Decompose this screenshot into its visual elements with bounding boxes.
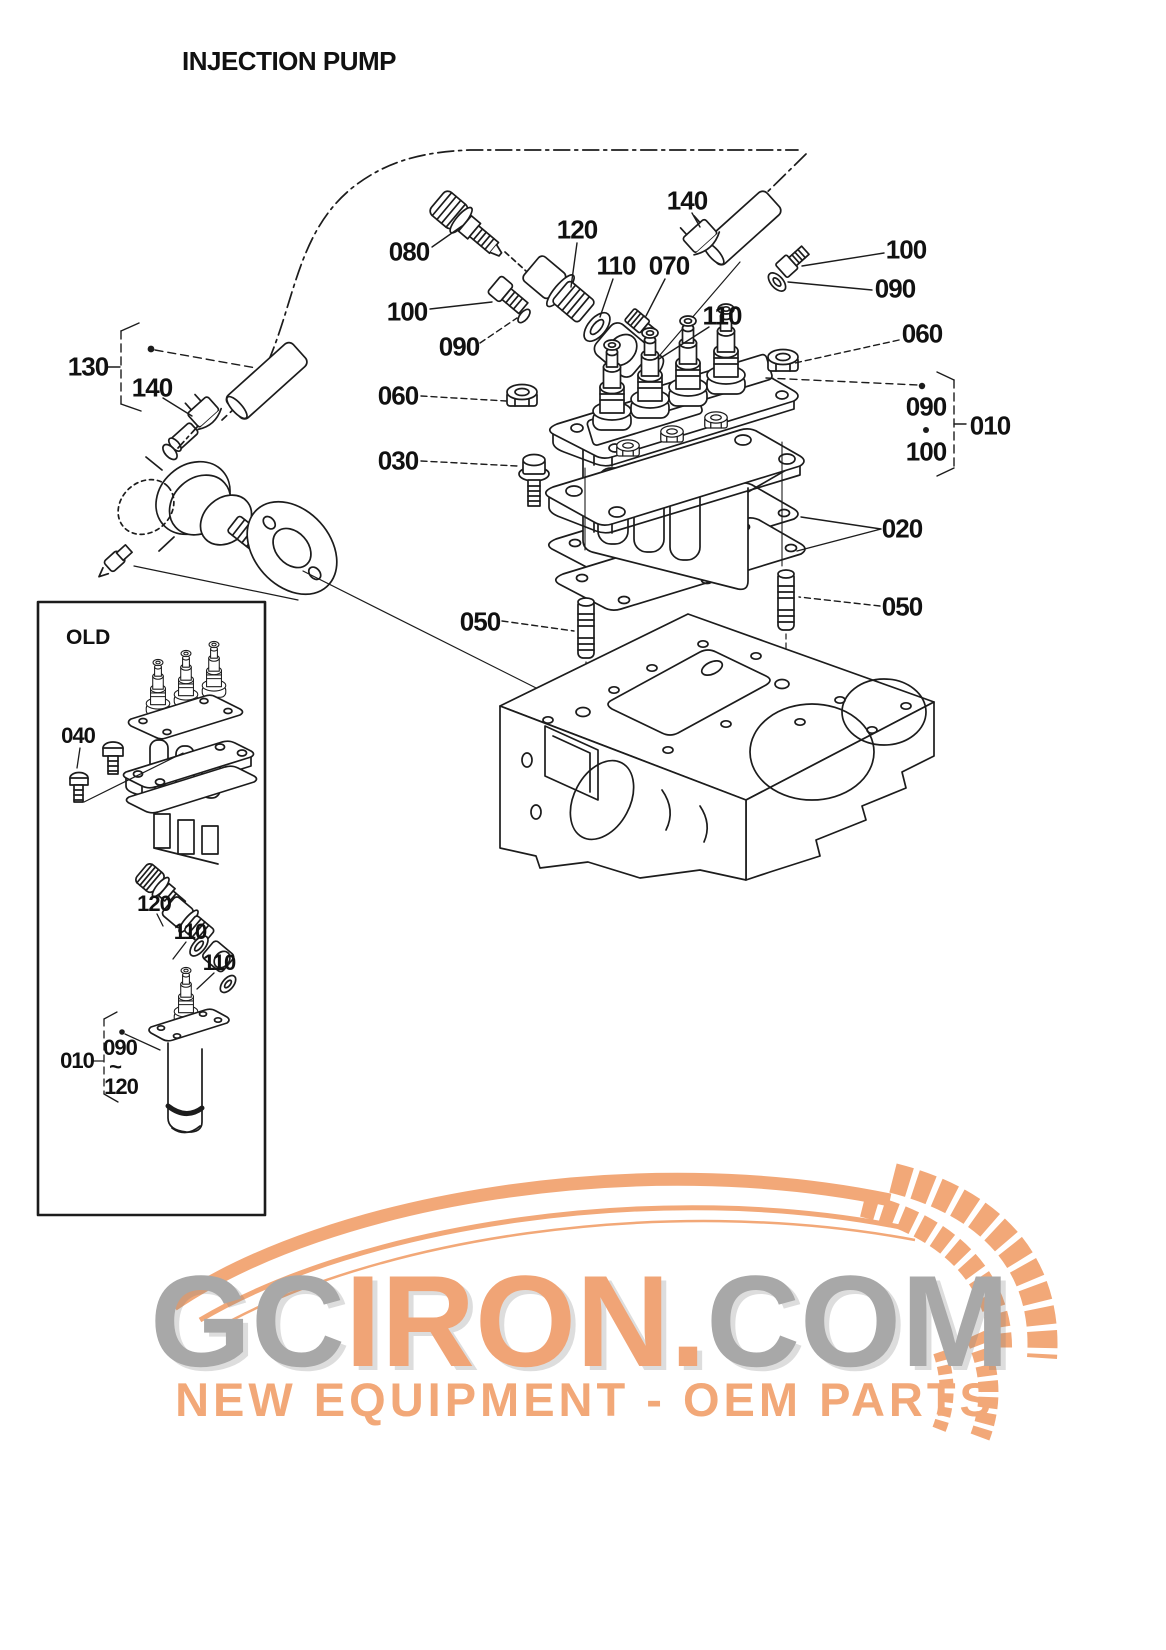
brand-segment: . <box>670 1248 707 1394</box>
part-callout-120: 120 <box>137 891 172 916</box>
part-callout-130: 130 <box>67 351 109 382</box>
part-callout-100: 100 <box>386 296 428 327</box>
part-callout-110: 110 <box>173 919 207 944</box>
part-callout-090: 090 <box>874 273 916 304</box>
part-callout-090: 090 <box>438 331 480 362</box>
old-inset-title: OLD <box>66 626 111 649</box>
part-callout-010: 010 <box>60 1048 95 1073</box>
part-callout-140: 140 <box>666 185 708 216</box>
part-callout-050: 050 <box>881 591 923 622</box>
part-callout-020: 020 <box>881 513 923 544</box>
part-callout-100: 100 <box>905 436 947 467</box>
part-callout-090: 090 <box>905 391 947 422</box>
part-callout-110: 110 <box>596 250 637 281</box>
watermark-tagline: NEW EQUIPMENT - OEM PARTS <box>175 1373 995 1426</box>
part-callout-050: 050 <box>459 606 501 637</box>
part-callout-040: 040 <box>61 723 96 748</box>
part-callout-140: 140 <box>131 372 173 403</box>
engine-block <box>499 613 935 881</box>
watermark-brand: GCIRON.COM <box>150 1246 1020 1396</box>
part-callout-060: 060 <box>377 380 419 411</box>
part-callout-~: ~ <box>109 1054 122 1079</box>
part-callout-120: 120 <box>556 214 598 245</box>
leader-lines <box>107 212 967 632</box>
fasteners <box>506 348 799 705</box>
fuel-pipe-segment-left <box>162 341 308 461</box>
logo-swoosh <box>169 1163 1058 1441</box>
overflow-valve <box>429 190 503 257</box>
part-callout-030: 030 <box>377 445 419 476</box>
brand-segment: IRON <box>345 1248 670 1394</box>
part-callout-080: 080 <box>388 236 430 267</box>
part-callout-070: 070 <box>648 250 690 281</box>
brand-segment: COM <box>706 1248 1010 1394</box>
part-callout-060: 060 <box>901 318 943 349</box>
old-version-inset <box>36 600 267 1217</box>
joint-bolt-right <box>767 245 810 292</box>
brand-segment: GC <box>150 1248 345 1394</box>
part-callout-100: 100 <box>885 234 927 265</box>
part-callout-010: 010 <box>969 410 1011 441</box>
part-callout-090: 090 <box>103 1035 138 1060</box>
fuel-pipe-segment-right <box>679 190 782 266</box>
page-title: INJECTION PUMP <box>182 46 397 76</box>
part-callout-110: 110 <box>702 300 743 331</box>
part-callout-110: 110 <box>202 950 236 975</box>
part-callout-120: 120 <box>104 1074 139 1099</box>
pump-drive-assembly <box>98 456 577 709</box>
